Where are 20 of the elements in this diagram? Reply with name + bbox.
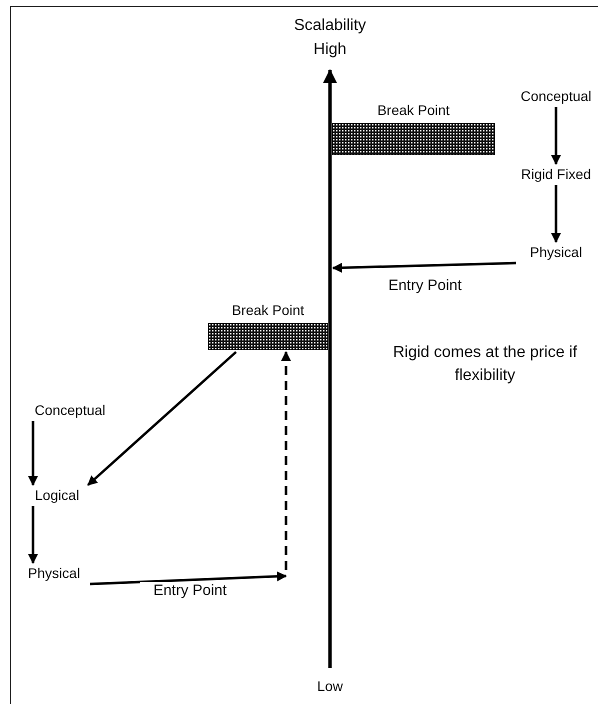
level-label: Conceptual <box>508 88 598 105</box>
axis-end-label: High <box>312 40 348 60</box>
break-point-label: Break Point <box>376 102 451 119</box>
axis-title: Scalability <box>292 16 368 36</box>
arrow <box>551 185 561 243</box>
arrow <box>332 262 516 273</box>
level-label: Conceptual <box>20 402 120 419</box>
level-label: Physical <box>516 244 596 261</box>
level-label: Rigid Fixed <box>508 166 598 183</box>
arrow <box>90 571 287 586</box>
arrow <box>551 107 561 165</box>
axis-end-label: Low <box>316 677 344 696</box>
level-label: Physical <box>18 565 90 582</box>
level-label: Logical <box>26 487 88 504</box>
note-text: Rigid comes at the price if flexibility <box>392 343 578 386</box>
break-point-label: Break Point <box>230 302 306 319</box>
dashed-arrow <box>281 351 291 570</box>
arrow <box>87 351 237 486</box>
arrow <box>28 421 38 486</box>
arrow <box>28 506 38 564</box>
